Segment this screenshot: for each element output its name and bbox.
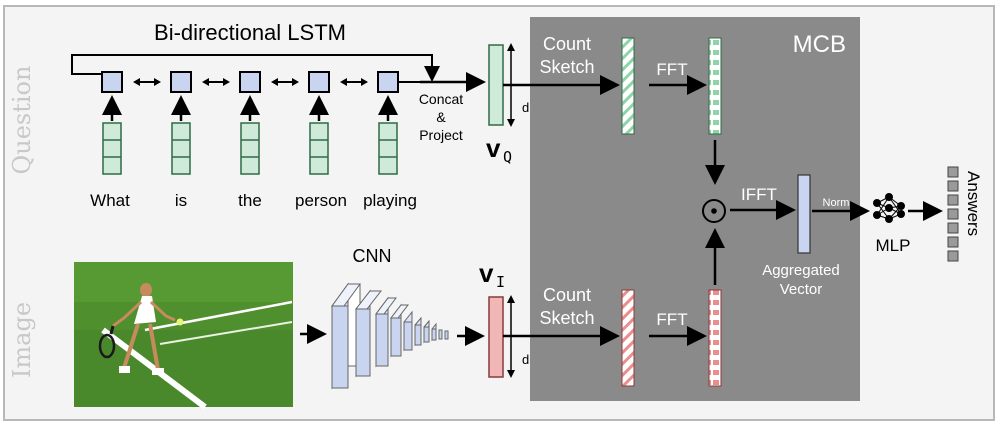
count-sketch-i-line1: Count	[543, 285, 591, 305]
mcb-label: MCB	[793, 31, 846, 58]
question-words: What is the person playing	[90, 191, 417, 210]
embedding-the	[240, 95, 260, 175]
count-sketch-q-line1: Count	[543, 34, 591, 54]
fft-q-label: FFT	[656, 60, 687, 79]
embedding-is	[171, 95, 191, 175]
elementwise-product-icon	[702, 199, 726, 223]
vq-dimension-label: d	[522, 100, 529, 115]
mlp-network-icon	[873, 193, 905, 223]
embedding-person	[309, 95, 329, 175]
count-sketch-q-line2: Sketch	[539, 57, 594, 77]
fft-q-vector	[708, 37, 722, 135]
fft-i-label: FFT	[656, 310, 687, 329]
word-label: is	[175, 191, 187, 210]
aggregated-vector	[797, 174, 811, 254]
embedding-what	[102, 95, 122, 175]
lstm-cell	[308, 71, 330, 93]
amp-label: &	[436, 109, 446, 125]
lstm-cell	[239, 71, 261, 93]
lstm-cell	[170, 71, 192, 93]
tennis-photo	[74, 262, 293, 410]
word-label: person	[295, 191, 347, 210]
aggregated-label-line1: Aggregated	[762, 262, 840, 279]
vq-subscript: Q	[503, 148, 512, 166]
word-label: What	[90, 191, 130, 210]
lstm-cells	[101, 71, 399, 93]
answer-boxes	[947, 166, 959, 262]
word-label: playing	[363, 191, 417, 210]
count-sketch-q-vector	[621, 37, 635, 135]
count-sketch-i-line2: Sketch	[539, 308, 594, 328]
fft-i-vector	[708, 289, 722, 387]
cnn-label: CNN	[353, 246, 392, 266]
bidirectional-arrowheads	[133, 78, 368, 86]
cnn-layers	[331, 282, 449, 390]
norm-label: Norm	[823, 197, 850, 209]
word-label: the	[238, 191, 262, 210]
ifft-label: IFFT	[741, 185, 777, 204]
word-embeddings	[102, 95, 398, 175]
vq-symbol: v	[486, 133, 501, 163]
image-side-label: Image	[8, 302, 36, 378]
concat-label: Concat	[419, 91, 463, 107]
aggregated-label-line2: Vector	[780, 281, 823, 298]
answers-label: Answers	[964, 171, 983, 236]
lstm-title: Bi-directional LSTM	[154, 20, 346, 45]
vi-vector	[488, 296, 504, 378]
embedding-playing	[378, 95, 398, 175]
vq-vector	[488, 44, 504, 126]
mlp-label: MLP	[876, 236, 911, 255]
lstm-loop-arrow	[71, 54, 440, 82]
count-sketch-i-vector	[621, 289, 635, 387]
lstm-cell	[101, 71, 123, 93]
project-label: Project	[419, 127, 463, 143]
vi-subscript: I	[496, 273, 505, 291]
vi-symbol: v	[479, 258, 494, 288]
question-side-label: Question	[8, 66, 36, 175]
vi-dimension-label: d	[522, 352, 529, 367]
lstm-cell	[377, 71, 399, 93]
